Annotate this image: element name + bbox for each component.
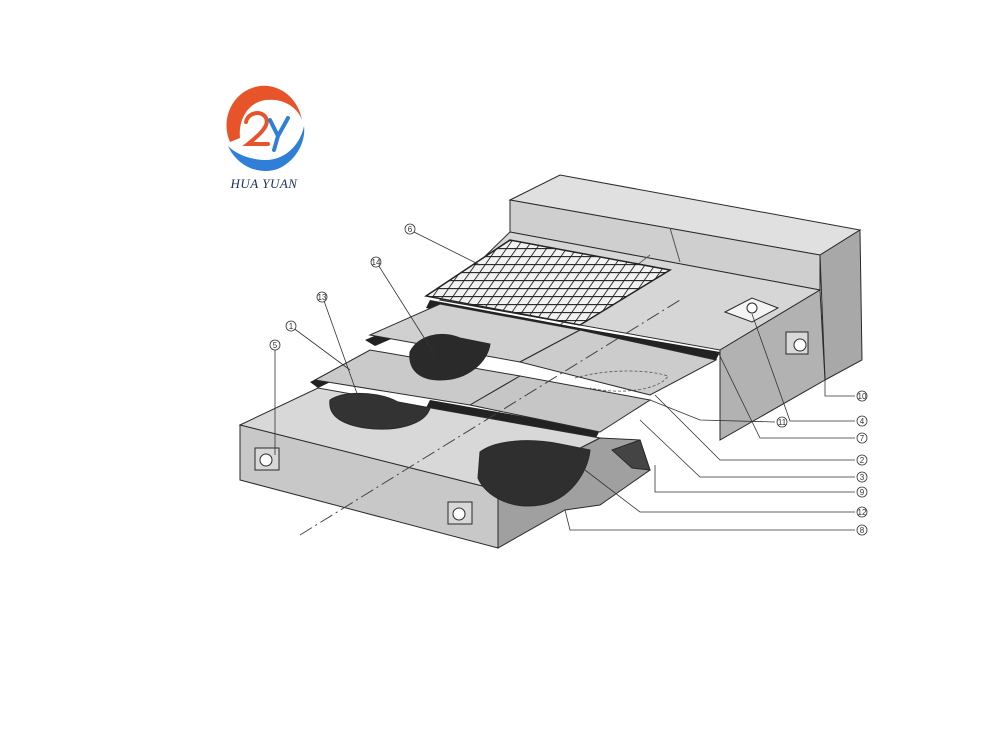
huayuan-logo: [226, 85, 305, 172]
svg-text:4: 4: [860, 417, 865, 426]
callout-2: 2: [856, 454, 868, 466]
side-bolt-left: [254, 447, 280, 471]
callout-7: 7: [856, 432, 868, 444]
callout-13: 13: [316, 291, 328, 303]
dashed-detail: [574, 370, 669, 392]
anchor-plate: [723, 297, 780, 323]
callout-10: 10: [856, 390, 868, 402]
svg-text:12: 12: [858, 508, 867, 517]
logo-2-glyph: [242, 111, 270, 146]
logo-text: HUA YUAN: [230, 176, 298, 191]
center-axis: [299, 299, 681, 536]
callout-1: 1: [285, 320, 297, 332]
back-wall: [508, 174, 863, 381]
svg-text:11: 11: [778, 418, 787, 427]
callout-4: 4: [856, 415, 868, 427]
logo-y-glyph: [268, 116, 290, 152]
middle-beams: [313, 303, 718, 433]
callout-8: 8: [856, 524, 868, 536]
svg-text:13: 13: [318, 293, 327, 302]
callout-12: 12: [856, 506, 868, 518]
callout-11: 11: [776, 416, 788, 428]
callout-6: 6: [404, 223, 416, 235]
steel-grating: [424, 239, 673, 326]
logo-orange-arc: [226, 85, 302, 142]
svg-text:5: 5: [273, 341, 278, 350]
svg-text:10: 10: [858, 392, 867, 401]
svg-text:7: 7: [860, 434, 865, 443]
svg-text:9: 9: [860, 488, 865, 497]
callout-14: 14: [370, 256, 382, 268]
svg-text:8: 8: [860, 526, 865, 535]
callouts: 6 14 13 1 5 10 4 11 7 2 3 9 12 8: [269, 223, 868, 536]
callout-3: 3: [856, 471, 868, 483]
leader-lines: [274, 229, 855, 531]
logo-blue-arc: [228, 126, 305, 172]
svg-text:6: 6: [408, 225, 413, 234]
side-bolt-front: [447, 501, 473, 525]
svg-text:3: 3: [860, 473, 865, 482]
callout-9: 9: [856, 486, 868, 498]
svg-text:2: 2: [860, 456, 865, 465]
svg-text:1: 1: [289, 322, 294, 331]
callout-5: 5: [269, 339, 281, 351]
svg-text:14: 14: [372, 258, 381, 267]
cutaway-pockets: [329, 334, 651, 507]
side-bolt-right: [785, 331, 809, 355]
